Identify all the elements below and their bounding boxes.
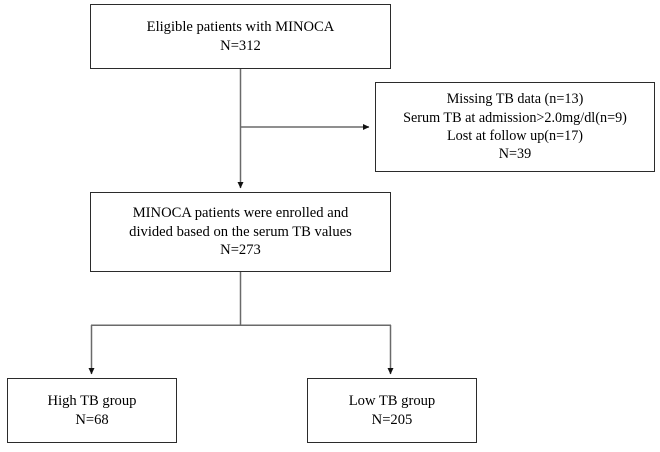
- node-high-tb-group: High TB group N=68: [7, 378, 177, 443]
- node-high-tb-line-2: N=68: [75, 411, 109, 428]
- node-low-tb-line-2: N=205: [371, 411, 413, 428]
- node-excluded-line-3: Lost at follow up(n=17): [446, 128, 584, 144]
- node-excluded-line-2: Serum TB at admission>2.0mg/dl(n=9): [403, 109, 627, 126]
- node-enrolled-line-2: divided based on the serum TB values: [129, 223, 352, 240]
- node-eligible-line-2: N=312: [220, 37, 261, 54]
- node-enrolled-line-1: MINOCA patients were enrolled and: [132, 204, 349, 221]
- node-eligible-line-1: Eligible patients with MINOCA: [146, 18, 335, 35]
- node-excluded-line-1: Missing TB data (n=13): [446, 91, 584, 108]
- node-enrolled-patients: MINOCA patients were enrolled and divide…: [90, 192, 391, 272]
- node-low-tb-line-1: Low TB group: [348, 392, 436, 409]
- node-excluded-line-4: N=39: [498, 146, 532, 163]
- node-high-tb-line-1: High TB group: [47, 392, 137, 409]
- node-enrolled-line-3: N=273: [220, 242, 261, 259]
- node-eligible-patients: Eligible patients with MINOCA N=312: [90, 4, 391, 69]
- node-low-tb-group: Low TB group N=205: [307, 378, 477, 443]
- node-excluded-patients: Missing TB data (n=13) Serum TB at admis…: [375, 82, 655, 172]
